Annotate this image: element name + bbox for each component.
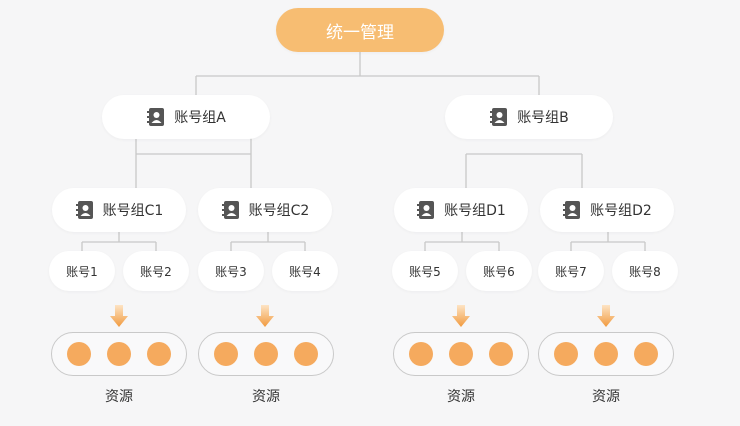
resource-pool	[51, 332, 187, 376]
down-arrow-icon	[256, 305, 274, 327]
resource-dot	[489, 342, 513, 366]
resource-label: 资源	[252, 389, 280, 405]
resource-dot	[554, 342, 578, 366]
resource-dot	[67, 342, 91, 366]
resource-label: 资源	[447, 389, 475, 405]
account-node: 账号3	[198, 251, 264, 291]
group-label: 账号组A	[174, 110, 226, 126]
contact-book-icon	[75, 201, 93, 219]
root-label: 统一管理	[326, 22, 394, 43]
account-label: 账号1	[66, 264, 98, 279]
subgroup-label: 账号组D2	[590, 203, 652, 219]
contact-book-icon	[221, 201, 239, 219]
down-arrow-icon	[110, 305, 128, 327]
resource-dot	[254, 342, 278, 366]
account-node: 账号4	[272, 251, 338, 291]
subgroup-node-c1: 账号组C1	[52, 188, 186, 232]
resource-dot	[107, 342, 131, 366]
subgroup-node-d2: 账号组D2	[540, 188, 674, 232]
account-node: 账号1	[49, 251, 115, 291]
account-node: 账号2	[123, 251, 189, 291]
subgroup-label: 账号组D1	[444, 203, 506, 219]
account-label: 账号4	[289, 264, 321, 279]
account-label: 账号6	[483, 264, 515, 279]
subgroup-label: 账号组C2	[248, 203, 310, 219]
account-label: 账号2	[140, 264, 172, 279]
resource-dot	[634, 342, 658, 366]
root-node: 统一管理	[276, 8, 444, 52]
account-label: 账号7	[555, 264, 587, 279]
resource-pool	[393, 332, 529, 376]
account-node: 账号7	[538, 251, 604, 291]
resource-dot	[214, 342, 238, 366]
resource-dot	[594, 342, 618, 366]
resource-label: 资源	[105, 389, 133, 405]
account-label: 账号8	[629, 264, 661, 279]
account-node: 账号5	[392, 251, 458, 291]
group-node-b: 账号组B	[445, 95, 613, 139]
account-label: 账号3	[215, 264, 247, 279]
resource-dot	[409, 342, 433, 366]
group-node-a: 账号组A	[102, 95, 270, 139]
down-arrow-icon	[597, 305, 615, 327]
down-arrow-icon	[452, 305, 470, 327]
account-label: 账号5	[409, 264, 441, 279]
resource-pool	[538, 332, 674, 376]
subgroup-node-c2: 账号组C2	[198, 188, 332, 232]
subgroup-node-d1: 账号组D1	[394, 188, 528, 232]
resource-dot	[147, 342, 171, 366]
group-label: 账号组B	[517, 110, 569, 126]
resource-label: 资源	[592, 389, 620, 405]
contact-book-icon	[490, 108, 508, 126]
contact-book-icon	[417, 201, 435, 219]
contact-book-icon	[563, 201, 581, 219]
resource-dot	[449, 342, 473, 366]
contact-book-icon	[147, 108, 165, 126]
account-node: 账号6	[466, 251, 532, 291]
resource-dot	[294, 342, 318, 366]
subgroup-label: 账号组C1	[102, 203, 164, 219]
resource-pool	[198, 332, 334, 376]
account-node: 账号8	[612, 251, 678, 291]
